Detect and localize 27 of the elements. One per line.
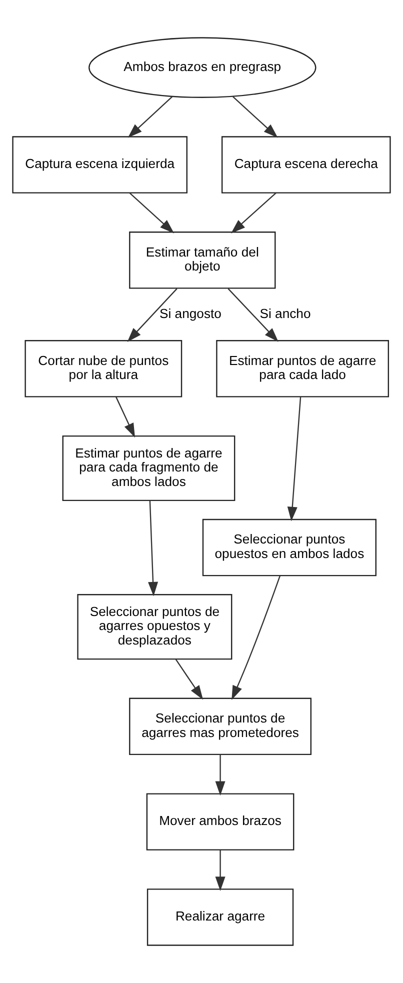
arrow <box>148 500 158 596</box>
node-box: Realizar agarre <box>146 888 294 946</box>
arrow <box>128 96 173 138</box>
edge-label: Si angosto <box>159 306 222 321</box>
node-box: Captura escena izquierda <box>12 136 188 194</box>
arrow <box>287 397 302 522</box>
node-box: Estimar tamaño del objeto <box>129 232 276 289</box>
arrow <box>129 192 174 234</box>
arrow <box>215 850 226 891</box>
arrow <box>215 754 226 796</box>
node-box: Seleccionar puntos de agarres opuestos y desplazados <box>77 594 232 660</box>
arrow <box>232 575 281 700</box>
arrow <box>231 192 277 234</box>
node-box: Estimar puntos de agarre para cada fragmento de ambos lados <box>62 435 236 502</box>
arrow <box>228 288 278 342</box>
arrow <box>175 659 204 700</box>
node-box: Cortar nube de puntos por la altura <box>24 340 182 398</box>
arrow <box>116 396 136 438</box>
edge-label: Si ancho <box>260 306 311 321</box>
node-box: Seleccionar puntos de agarres mas prometedores <box>129 698 312 756</box>
node-ellipse: Ambos brazos en pregrasp <box>88 37 316 98</box>
node-box: Captura escena derecha <box>221 136 391 194</box>
node-box: Mover ambos brazos <box>146 793 294 850</box>
arrow <box>127 288 178 342</box>
arrow <box>232 96 278 138</box>
node-box: Seleccionar puntos opuestos en ambos lados <box>202 518 376 576</box>
node-box: Estimar puntos de agarre para cada lado <box>216 340 390 398</box>
